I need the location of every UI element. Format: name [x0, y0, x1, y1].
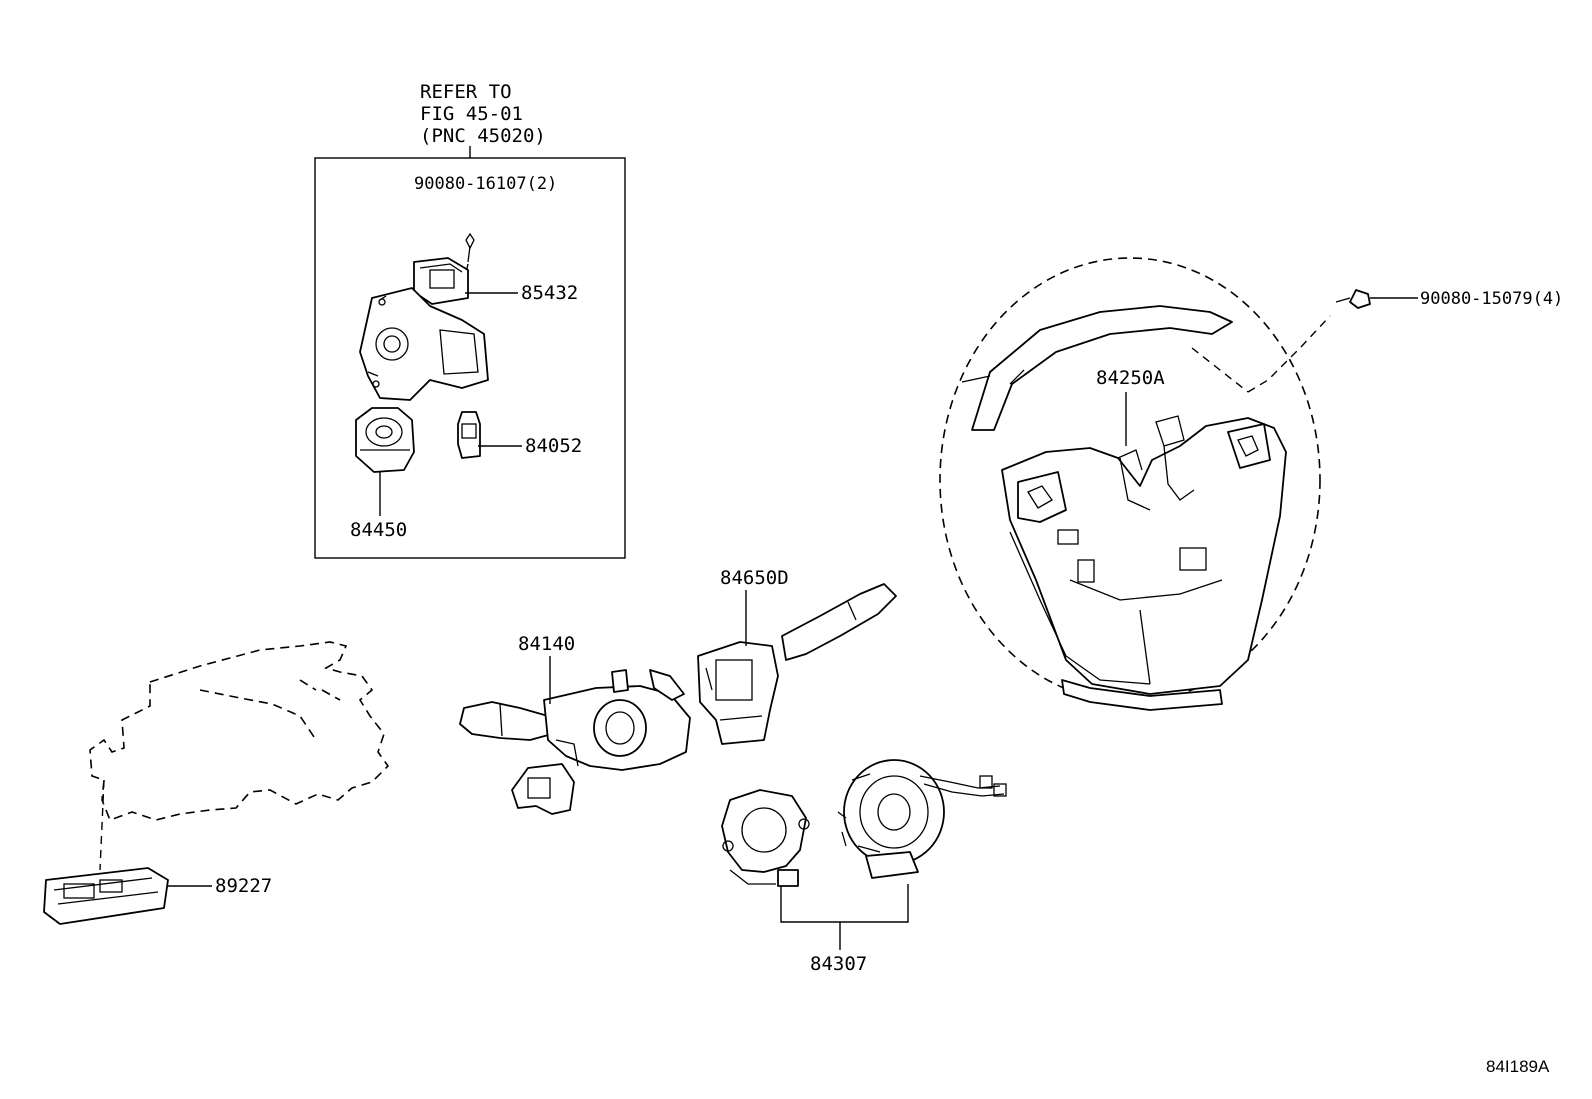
- callout-85432: 85432: [521, 282, 578, 304]
- refer-note-line3: (PNC 45020): [420, 125, 546, 147]
- figure-code: 84I189A: [1486, 1057, 1550, 1076]
- part-89227-module: [43, 867, 169, 925]
- ghost-to-89227-dash: [99, 779, 105, 871]
- bracket-84307: [780, 884, 909, 923]
- wheel-screw-dash: [1247, 315, 1331, 393]
- callout-84140: 84140: [518, 633, 575, 655]
- callout-89227: 89227: [215, 875, 272, 897]
- part-84250a-steering-wheel: [961, 305, 1287, 711]
- part-84650d-wiper-switch: [697, 583, 897, 745]
- callout-84307: 84307: [810, 953, 867, 975]
- part-84307-spiral-cable-b: [837, 759, 1007, 879]
- part-84450-key-cylinder: [355, 407, 415, 473]
- part-steering-lock-body: [359, 287, 489, 401]
- callout-90080-15079: 90080-15079(4): [1420, 289, 1563, 309]
- refer-note: REFER TO FIG 45-01 (PNC 45020): [420, 81, 546, 158]
- callout-84052: 84052: [525, 435, 582, 457]
- callout-84250a: 84250A: [1096, 367, 1165, 389]
- part-84307-spiral-cable-a: [721, 789, 810, 887]
- callout-90080-16107: 90080-16107(2): [414, 174, 557, 194]
- part-84140-combination-switch: [459, 669, 691, 815]
- wheel-dash-inner: [1191, 347, 1249, 393]
- callout-84450: 84450: [350, 519, 407, 541]
- screw-dash: [461, 263, 469, 291]
- ghost-steering-column: [89, 641, 390, 822]
- screw-icon: [465, 232, 475, 263]
- callout-84650d: 84650D: [720, 567, 789, 589]
- bolt-icon: [1335, 289, 1371, 309]
- refer-note-line1: REFER TO: [420, 81, 512, 103]
- refer-note-line2: FIG 45-01: [420, 103, 523, 125]
- inset-frame: [314, 157, 626, 559]
- part-84052-switch: [457, 411, 481, 459]
